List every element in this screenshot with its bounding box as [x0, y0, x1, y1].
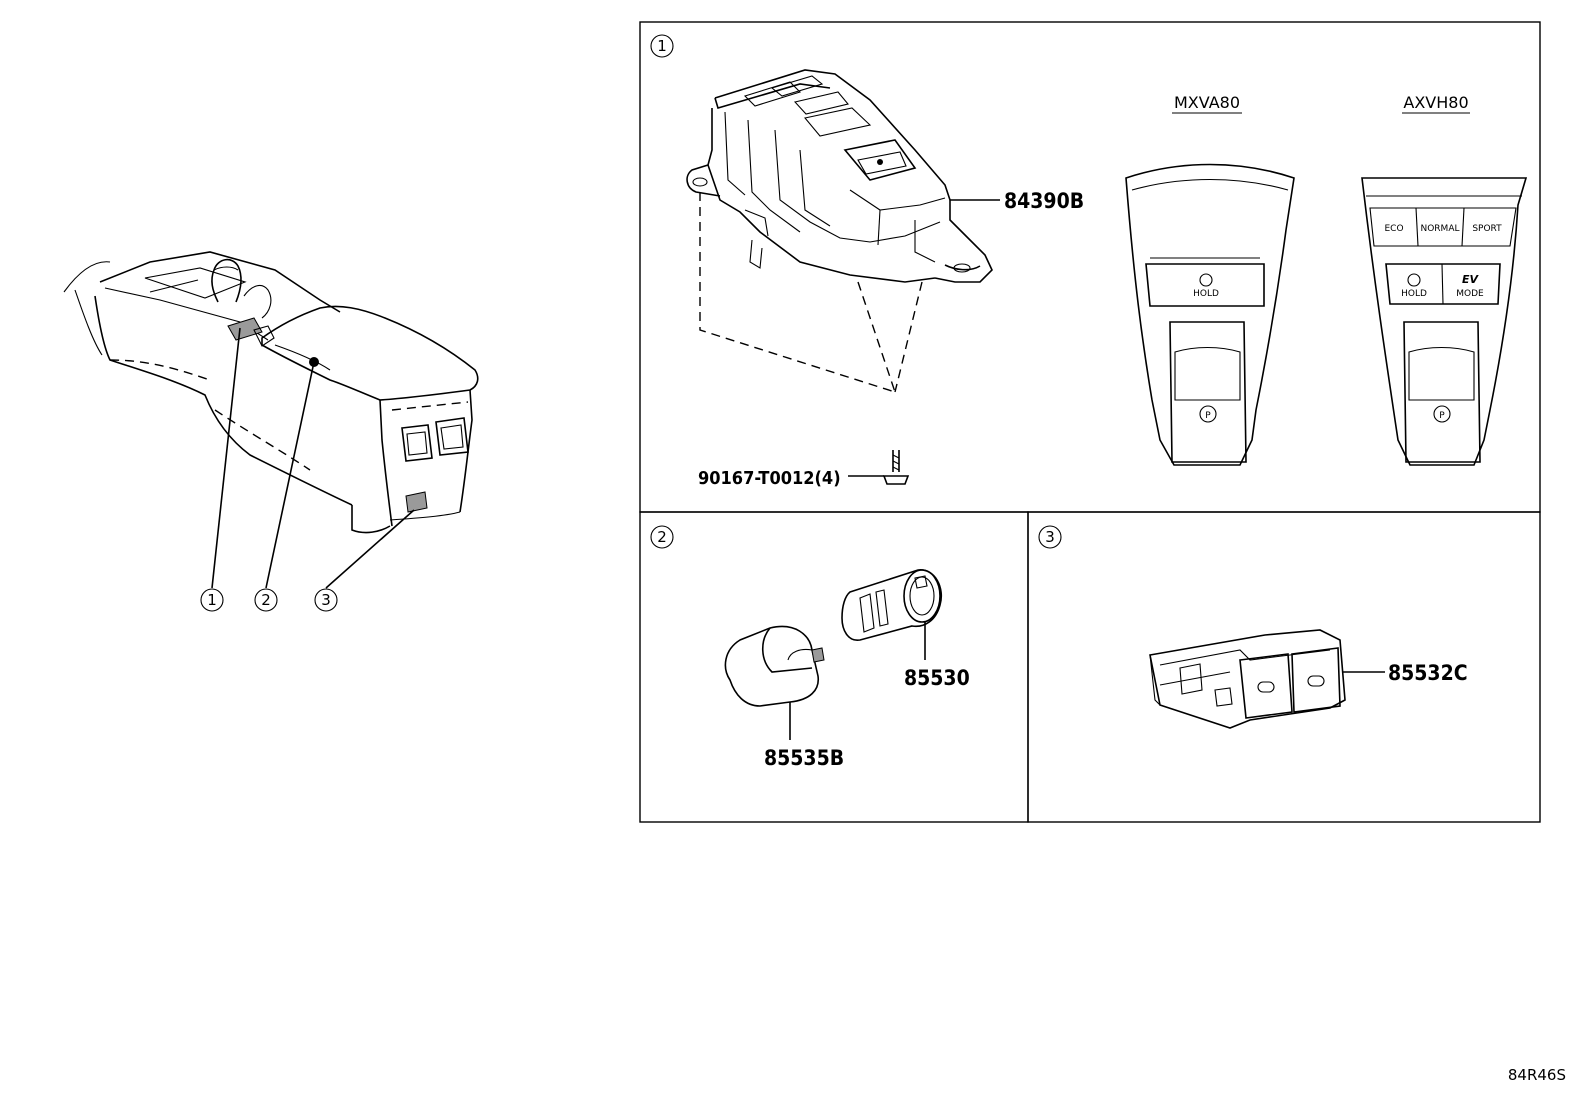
shift-lever-assembly [686, 69, 1000, 485]
hold-icon [1407, 273, 1421, 287]
charge-icon-right [1307, 675, 1325, 687]
charge-icon-left [1257, 681, 1275, 693]
svg-text:HOLD: HOLD [1193, 289, 1219, 299]
overview-callout-2: 2 [254, 588, 278, 612]
overview-callout-3: 3 [314, 588, 338, 612]
overview-callout-1: 1 [200, 588, 224, 612]
mode-normal: NORMAL [1420, 224, 1459, 234]
svg-text:2: 2 [261, 591, 271, 609]
svg-text:3: 3 [321, 591, 331, 609]
panel-3-number: 3 [1038, 525, 1062, 549]
mode-sport: SPORT [1472, 224, 1502, 234]
switch-panel-mxva80: HOLD P [1125, 163, 1295, 466]
part-label-85535b: 85535B [764, 746, 844, 770]
panel-2-number: 2 [650, 525, 674, 549]
part-label-85530: 85530 [904, 666, 970, 690]
svg-text:P: P [1439, 411, 1445, 421]
power-socket [841, 569, 942, 660]
model-label-axvh80: AXVH80 [1403, 93, 1468, 112]
svg-text:1: 1 [207, 591, 217, 609]
socket-cap [724, 625, 825, 740]
hold-icon [1199, 273, 1213, 287]
svg-text:3: 3 [1045, 528, 1055, 546]
park-icon [1199, 405, 1217, 423]
svg-text:2: 2 [657, 528, 667, 546]
panel-2-frame [639, 511, 1029, 823]
panel-3-frame [1027, 511, 1541, 823]
panel-1-number: 1 [650, 34, 674, 58]
mode-eco: ECO [1384, 224, 1403, 234]
part-label-90167: 90167-T0012(4) [698, 468, 841, 489]
model-label-mxva80: MXVA80 [1174, 93, 1240, 112]
switch-panel-axvh80: ECO NORMAL SPORT HOLD EV MODE P [1361, 177, 1528, 466]
diagram-code: 84R46S [1508, 1066, 1566, 1084]
rear-usb-switch [1149, 629, 1385, 729]
rear-vent-left [401, 424, 433, 462]
console-overview [63, 251, 479, 589]
part-label-84390b: 84390B [1004, 189, 1084, 213]
rear-vent-right [435, 417, 469, 456]
svg-text:HOLD: HOLD [1401, 289, 1427, 299]
ev-icon: EV [1462, 273, 1480, 286]
svg-text:1: 1 [657, 37, 667, 55]
svg-text:MODE: MODE [1456, 289, 1484, 299]
svg-text:P: P [1205, 411, 1211, 421]
park-icon [1433, 405, 1451, 423]
mounting-screw [882, 450, 910, 485]
part-label-85532c: 85532C [1388, 661, 1468, 685]
